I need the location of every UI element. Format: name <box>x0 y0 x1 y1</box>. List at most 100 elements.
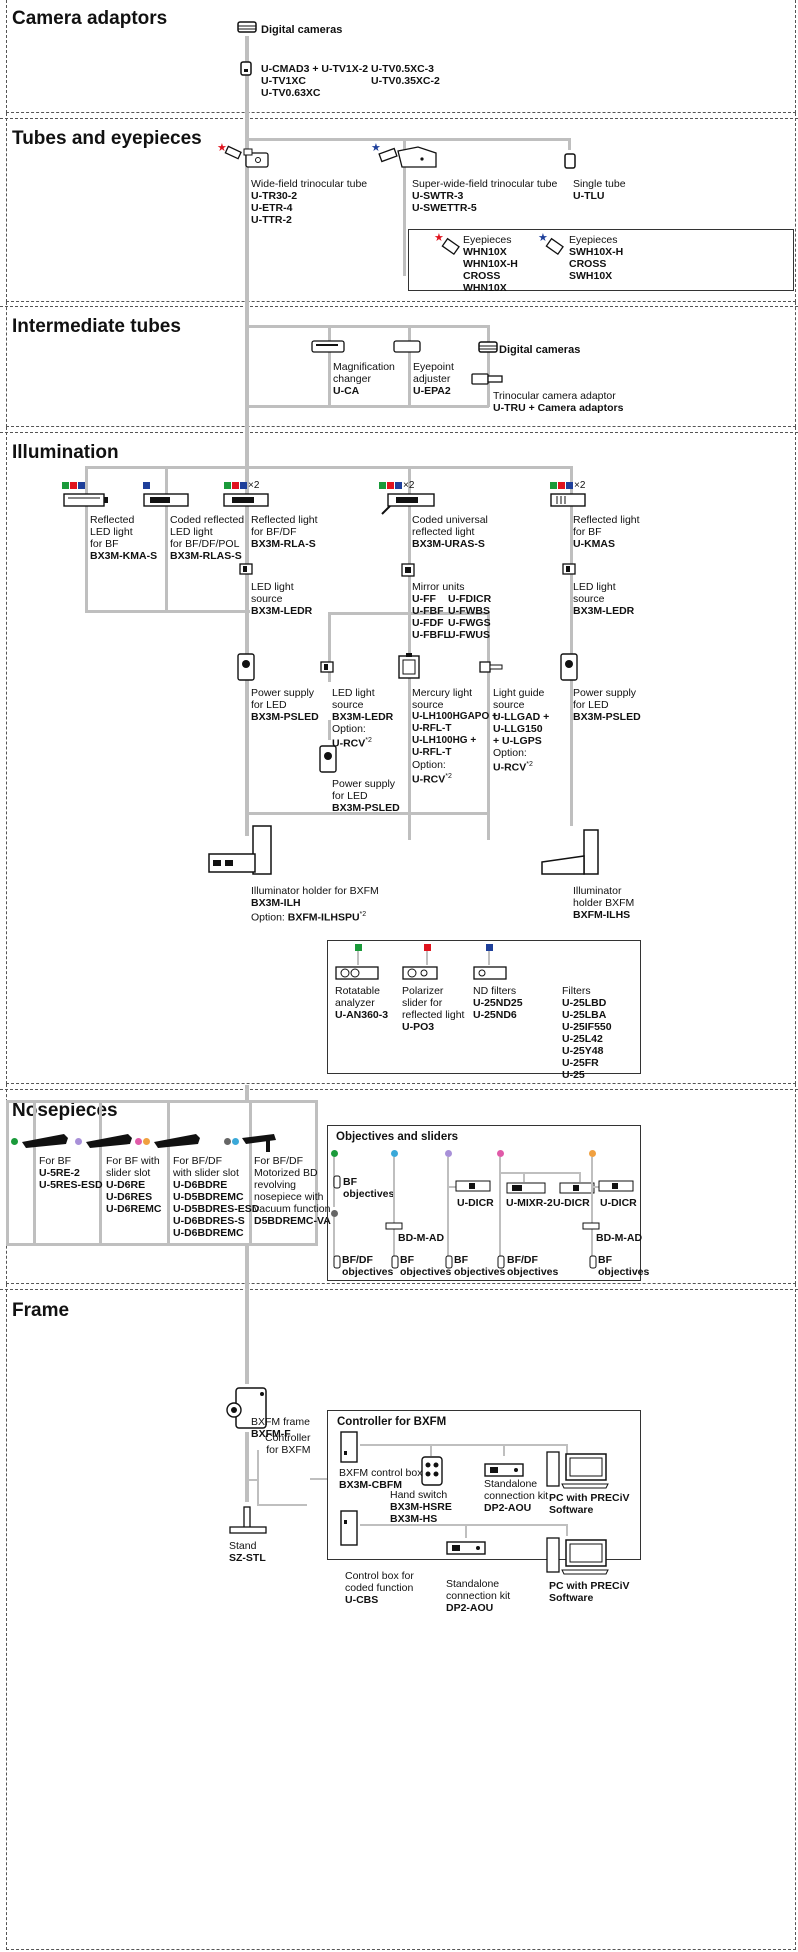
red-swatch <box>70 482 77 489</box>
illuminator-holder-icon <box>208 825 272 875</box>
connector-line <box>247 610 250 613</box>
kit-codes: DP2-AOU <box>484 1502 532 1514</box>
connector-line <box>568 138 571 150</box>
section-illumination <box>6 427 796 1084</box>
led-desc: LED light source <box>332 687 375 711</box>
purple-dot <box>445 1150 452 1157</box>
tube-codes: U-TR30-2 U-ETR-4 U-TTR-2 <box>251 190 298 226</box>
purple-dot <box>75 1138 82 1145</box>
footnote-mark: *2 <box>365 737 372 744</box>
connector-line <box>33 1100 36 1245</box>
intermediate-desc: Eyepoint adjuster <box>413 361 454 385</box>
green-dot <box>11 1138 18 1145</box>
kit-codes: DP2-AOU <box>446 1602 494 1614</box>
eyepiece-desc: Eyepieces <box>463 234 512 246</box>
x2-label: ×2 <box>574 480 586 491</box>
connector-line <box>430 1444 432 1456</box>
light-guide-source-icon <box>479 661 503 673</box>
digital-cameras-label: Digital cameras <box>499 344 581 356</box>
power-supply-icon <box>237 653 255 681</box>
frame-desc: BXFM frame <box>251 1416 310 1428</box>
cyan-dot <box>232 1138 239 1145</box>
eyepiece-icon <box>545 237 564 256</box>
intermediate-codes: U-EPA2 <box>413 385 451 397</box>
connector-line <box>257 1504 307 1506</box>
coded-reflected-led-icon <box>143 493 189 507</box>
bfdf-objectives-label: BF/DF objectives <box>507 1254 559 1278</box>
section-frame <box>6 1284 796 1950</box>
stand-icon <box>229 1506 267 1534</box>
mix-slider-icon <box>506 1182 546 1194</box>
connector-line <box>245 1085 249 1101</box>
frame-codes: BXFM-F <box>251 1428 291 1440</box>
connector-line <box>6 1100 316 1103</box>
connector-line <box>315 1100 318 1245</box>
kit-desc: Standalone connection kit <box>484 1478 549 1502</box>
blue-swatch <box>78 482 85 489</box>
led-light-source-icon <box>320 661 334 673</box>
connector-line <box>523 1172 525 1182</box>
coded-universal-light-icon <box>381 493 435 515</box>
pc-icon <box>546 1451 609 1489</box>
tube-desc: Single tube <box>573 178 626 190</box>
connector-line <box>487 612 490 840</box>
section-title-tubes: Tubes and eyepieces <box>12 128 202 149</box>
led-light-source-icon <box>562 563 576 575</box>
nosepiece-desc: For BF/DF Motorized BD revolving nosepie… <box>254 1155 331 1215</box>
connector-line <box>487 325 490 407</box>
connector-line <box>328 720 331 740</box>
connector-line <box>591 1157 593 1257</box>
bf-objectives-label: BF objectives <box>343 1176 395 1200</box>
cbs-codes: U-CBS <box>345 1594 379 1606</box>
illum-codes: BX3M-KMA-S <box>90 550 158 562</box>
filters-box <box>327 940 641 1074</box>
u-mixr-label: U-MIXR-2 <box>506 1197 553 1209</box>
connector-line <box>245 36 249 836</box>
option-code: U-RCV <box>412 773 446 786</box>
divider <box>0 432 798 433</box>
connector-line <box>465 1524 467 1538</box>
u-dicr-label: U-DICR <box>553 1197 590 1209</box>
magnification-changer-icon <box>311 340 345 353</box>
orange-dot <box>143 1138 150 1145</box>
nosepiece-codes: D5BDREMC-VA <box>254 1215 331 1227</box>
illum-desc: Reflected LED light for BF <box>90 514 135 550</box>
objective-icon <box>497 1255 505 1269</box>
led-desc: LED light source <box>251 581 294 605</box>
illum-codes: U-KMAS <box>573 538 615 550</box>
camera-adaptor-codes-1: U-CMAD3 + U-TV1X-2 U-TV1XC U-TV0.63XC <box>261 63 369 99</box>
cbs-desc: Control box for coded function <box>345 1570 414 1594</box>
holder-codes: BXFM-ILHS <box>573 909 631 921</box>
connector-line <box>360 1444 568 1446</box>
objectives-title: Objectives and sliders <box>336 1131 459 1143</box>
red-swatch <box>558 482 565 489</box>
led-codes: BX3M-LEDR <box>573 605 635 617</box>
nosepiece-icon <box>86 1134 132 1148</box>
filter-codes: U-25LBD U-25LBA U-25IF550 U-25L42 U-25Y4… <box>562 997 612 1081</box>
connector-line <box>247 325 489 328</box>
illum-desc: Reflected light for BF <box>573 514 640 538</box>
connector-line <box>247 138 570 141</box>
blue-swatch <box>240 482 247 489</box>
option-code: U-RCV <box>493 761 527 774</box>
led-light-source-icon <box>239 563 253 575</box>
single-tube-icon <box>564 153 576 169</box>
connector-line <box>488 951 490 965</box>
bd-adaptor-icon <box>385 1222 403 1230</box>
connector-line <box>85 466 88 612</box>
psu-desc: Power supply for LED <box>251 687 315 711</box>
